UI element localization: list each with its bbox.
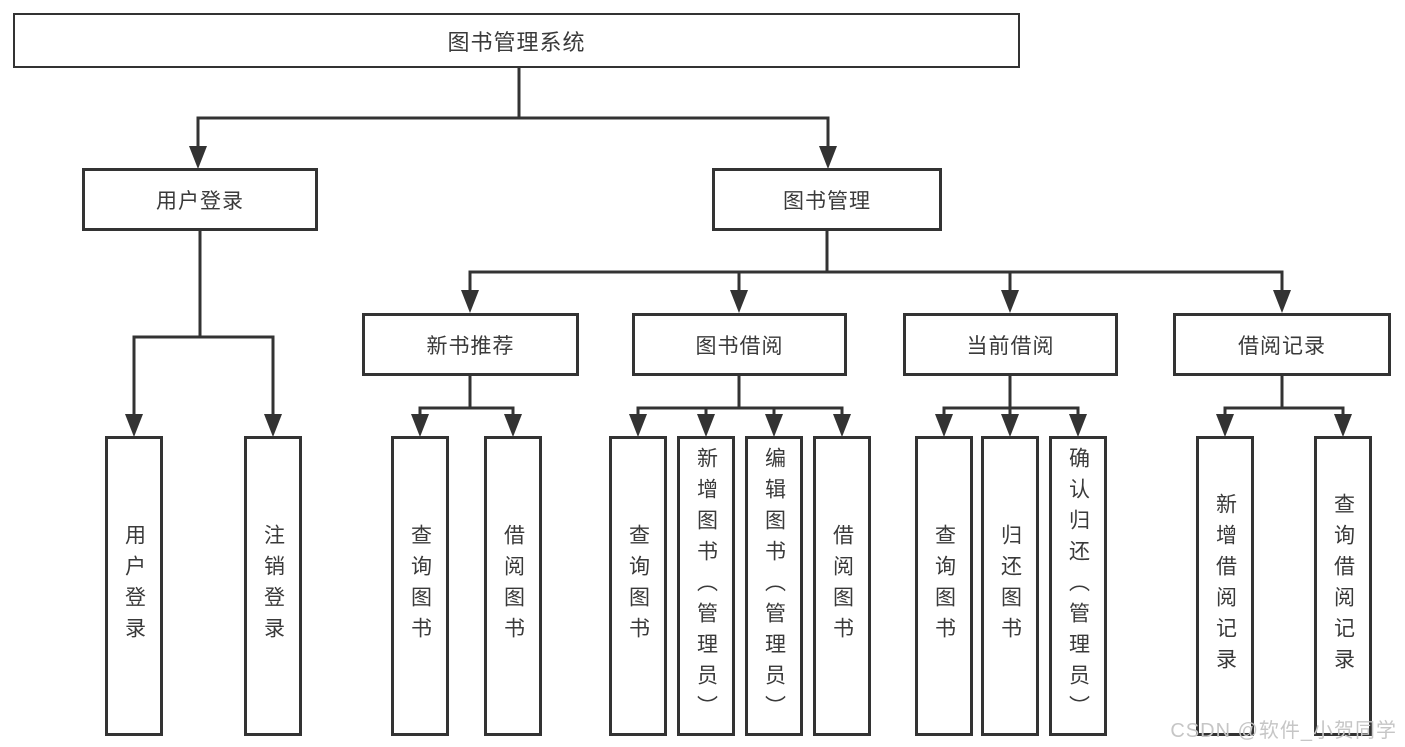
- node-borrow-records: 借阅记录: [1173, 313, 1391, 376]
- leaf-query-books-recommend: 查询图书: [391, 436, 449, 736]
- leaf-borrow-books-label: 借阅图书: [830, 524, 854, 648]
- arrowhead-icon: [697, 414, 715, 437]
- leaf-query-books-current-label: 查询图书: [932, 524, 956, 648]
- watermark: CSDN @软件_小贺同学: [1170, 720, 1397, 742]
- node-new-book-recommend: 新书推荐: [362, 313, 579, 376]
- leaf-edit-book-admin-label: 编辑图书（管理员）: [762, 446, 786, 726]
- leaf-query-books-borrow-label: 查询图书: [626, 524, 650, 648]
- arrowhead-icon: [189, 146, 207, 169]
- node-book-mgmt-label: 图书管理: [783, 189, 871, 213]
- leaf-query-books-borrow: 查询图书: [609, 436, 667, 736]
- leaf-add-book-admin-label: 新增图书（管理员）: [694, 446, 718, 726]
- leaf-query-borrow-record-label: 查询借阅记录: [1331, 493, 1355, 679]
- arrowhead-icon: [461, 290, 479, 313]
- leaf-user-login-label: 用户登录: [122, 524, 146, 648]
- arrowhead-icon: [411, 414, 429, 437]
- arrowhead-icon: [1273, 290, 1291, 313]
- node-book-mgmt: 图书管理: [712, 168, 942, 231]
- node-user-login: 用户登录: [82, 168, 318, 231]
- leaf-return-books: 归还图书: [981, 436, 1039, 736]
- arrowhead-icon: [765, 414, 783, 437]
- leaf-query-books-recommend-label: 查询图书: [408, 524, 432, 648]
- node-library-system-label: 图书管理系统: [447, 29, 586, 55]
- leaf-user-login: 用户登录: [105, 436, 163, 736]
- node-book-borrow-label: 图书借阅: [695, 334, 784, 358]
- node-library-system: 图书管理系统: [13, 13, 1020, 68]
- arrowhead-icon: [819, 146, 837, 169]
- arrowhead-icon: [264, 414, 282, 437]
- node-user-login-label: 用户登录: [156, 189, 244, 213]
- leaf-borrow-books: 借阅图书: [813, 436, 871, 736]
- leaf-query-books-current: 查询图书: [915, 436, 973, 736]
- node-book-borrow: 图书借阅: [632, 313, 847, 376]
- leaf-logout: 注销登录: [244, 436, 302, 736]
- leaf-borrow-books-recommend-label: 借阅图书: [501, 524, 525, 648]
- leaf-confirm-return-admin-label: 确认归还（管理员）: [1066, 446, 1090, 726]
- arrowhead-icon: [504, 414, 522, 437]
- arrowhead-icon: [125, 414, 143, 437]
- node-current-borrow-label: 当前借阅: [966, 334, 1055, 358]
- arrowhead-icon: [1334, 414, 1352, 437]
- leaf-query-borrow-record: 查询借阅记录: [1314, 436, 1372, 736]
- arrowhead-icon: [1001, 414, 1019, 437]
- node-current-borrow: 当前借阅: [903, 313, 1118, 376]
- leaf-add-book-admin: 新增图书（管理员）: [677, 436, 735, 736]
- arrowhead-icon: [629, 414, 647, 437]
- arrowhead-icon: [1216, 414, 1234, 437]
- arrowhead-icon: [1069, 414, 1087, 437]
- leaf-confirm-return-admin: 确认归还（管理员）: [1049, 436, 1107, 736]
- leaf-borrow-books-recommend: 借阅图书: [484, 436, 542, 736]
- leaf-add-borrow-record: 新增借阅记录: [1196, 436, 1254, 736]
- arrowhead-icon: [935, 414, 953, 437]
- leaf-add-borrow-record-label: 新增借阅记录: [1213, 493, 1237, 679]
- arrowhead-icon: [833, 414, 851, 437]
- arrowhead-icon: [1001, 290, 1019, 313]
- arrowhead-icon: [730, 290, 748, 313]
- node-borrow-records-label: 借阅记录: [1238, 334, 1326, 358]
- leaf-return-books-label: 归还图书: [998, 524, 1022, 648]
- node-new-book-recommend-label: 新书推荐: [426, 334, 515, 358]
- leaf-edit-book-admin: 编辑图书（管理员）: [745, 436, 803, 736]
- leaf-logout-label: 注销登录: [261, 524, 285, 648]
